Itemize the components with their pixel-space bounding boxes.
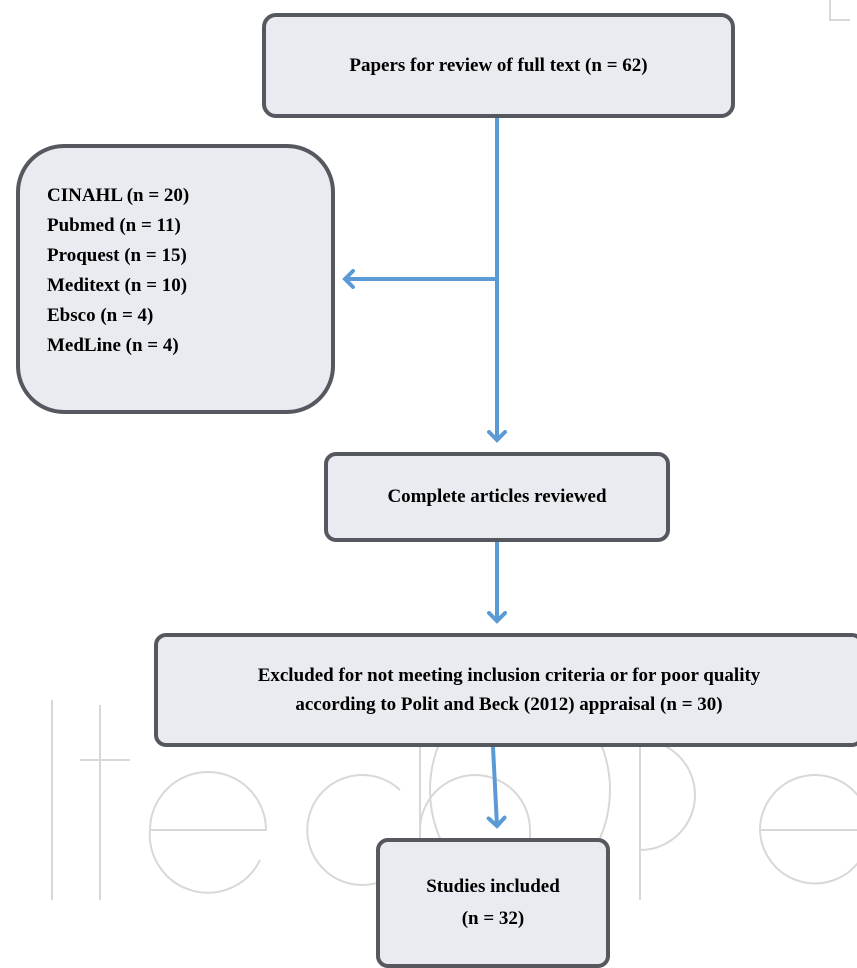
source-item-meditext: Meditext (n = 10) <box>47 275 188 296</box>
node-excluded-line-2: according to Polit and Beck (2012) appra… <box>295 694 723 715</box>
node-database-sources: CINAHL (n = 20) Pubmed (n = 11) Proquest… <box>16 144 335 414</box>
node-reviewed-label: Complete articles reviewed <box>387 486 607 508</box>
source-item-pubmed: Pubmed (n = 11) <box>47 215 181 236</box>
node-excluded-line-1: Excluded for not meeting inclusion crite… <box>257 664 761 686</box>
connector-excluded-to-included <box>486 746 507 829</box>
node-papers-for-review: Papers for review of full text (n = 62) <box>262 13 735 118</box>
node-excluded-studies: Excluded for not meeting inclusion crite… <box>154 633 857 747</box>
source-list: CINAHL (n = 20) Pubmed (n = 11) Proquest… <box>47 181 189 361</box>
node-papers-label: Papers for review of full text (n = 62) <box>349 54 648 76</box>
node-included-line-1: Studies included <box>426 876 560 897</box>
node-studies-included: Studies included (n = 32) <box>376 838 610 968</box>
source-item-cinahl: CINAHL (n = 20) <box>47 185 190 206</box>
source-item-medline: MedLine (n = 4) <box>47 335 179 356</box>
node-excluded-text: Excluded for not meeting inclusion crite… <box>258 661 761 720</box>
source-item-proquest: Proquest (n = 15) <box>47 245 187 266</box>
node-included-text: Studies included (n = 32) <box>426 871 560 935</box>
node-complete-articles-reviewed: Complete articles reviewed <box>324 452 670 542</box>
source-item-ebsco: Ebsco (n = 4) <box>47 305 154 326</box>
node-included-line-2: (n = 32) <box>461 908 525 929</box>
